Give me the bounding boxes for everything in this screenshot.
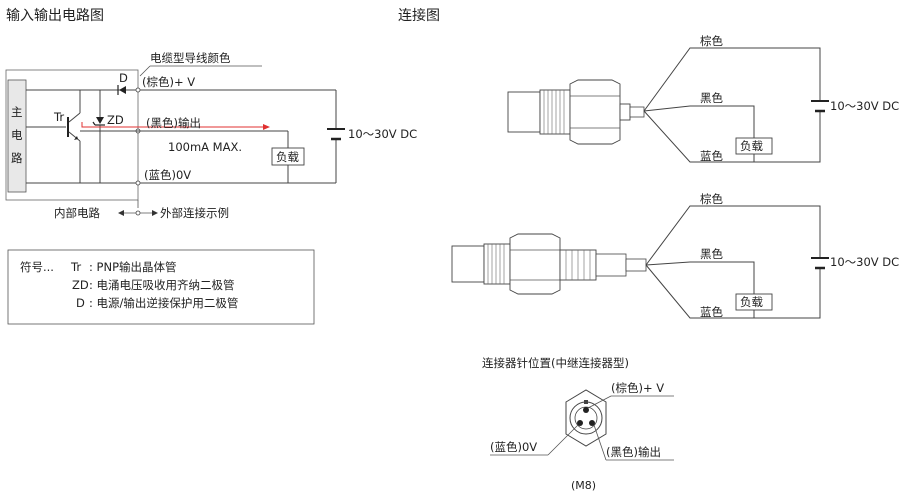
- internal-circuit-label: 内部电路: [54, 206, 100, 220]
- io-circuit-diagram: 主 电 路 10～30V DC D Tr Z: [5, 51, 417, 220]
- legend-sym-zd: ZD: [72, 278, 89, 292]
- legend-desc-zd: : 电涌电压吸收用齐纳二极管: [89, 278, 235, 292]
- cable: [625, 258, 647, 272]
- wire-black-label: (黑色)输出: [146, 116, 201, 130]
- cable-color-header: 电缆型导线颜色: [150, 51, 231, 65]
- hex-nut: [509, 233, 561, 295]
- wire-brown-label: (棕色)+ V: [142, 75, 195, 89]
- symbol-legend: 符号... Tr : PNP输出晶体管 ZD : 电涌电压吸收用齐纳二极管 D …: [7, 249, 315, 325]
- pin-blue: [577, 420, 583, 426]
- wire-blue-label: (蓝色)0V: [144, 168, 191, 182]
- legend-sym-d: D: [76, 296, 85, 310]
- legend-desc-tr: : PNP输出晶体管: [89, 260, 177, 274]
- diode-label: D: [119, 71, 128, 85]
- connection-diagram-cable: 负载 棕色 黑色 蓝色 10～30V DC: [507, 34, 899, 163]
- output-current-arrow: [81, 122, 264, 128]
- main-circuit-char-3: 路: [11, 151, 23, 165]
- pin-black-label: (黑色)输出: [606, 445, 661, 459]
- supply-label: 10～30V DC: [830, 255, 899, 269]
- sensor-body: [507, 91, 541, 133]
- connection-diagram-connector: 负载 棕色 黑色 蓝色 10～30V DC: [451, 192, 899, 319]
- load-label: 负载: [740, 295, 763, 309]
- connection-title: 连接图: [398, 7, 440, 24]
- pin-brown: [583, 407, 589, 413]
- sensor-body: [451, 245, 485, 283]
- legend-desc-d: : 电源/输出逆接保护用二极管: [89, 296, 238, 310]
- io-circuit-title: 输入输出电路图: [6, 8, 104, 24]
- internal-circuit-box: [5, 69, 139, 201]
- wire-blue-label: 蓝色: [700, 149, 723, 163]
- wire-black-label: 黑色: [700, 247, 723, 261]
- zener-symbol: [96, 117, 104, 124]
- zener-label: ZD: [107, 113, 124, 127]
- pin-brown-label: (棕色)+ V: [611, 381, 664, 395]
- legend-prefix: 符号...: [20, 260, 54, 274]
- main-circuit-char-2: 电: [11, 128, 23, 142]
- load-box: [735, 293, 773, 311]
- pinout-title: 连接器针位置(中继连接器型): [482, 356, 629, 370]
- pin-black: [589, 420, 595, 426]
- diode-symbol: [119, 86, 126, 94]
- wire-brown-label: 棕色: [700, 34, 723, 48]
- load-label: 负载: [740, 139, 763, 153]
- pin-blue-label: (蓝色)0V: [490, 440, 537, 454]
- supply-label: 10～30V DC: [348, 127, 417, 141]
- wire-blue-label: 蓝色: [700, 305, 723, 319]
- connector-model-label: (M8): [571, 479, 596, 492]
- supply-label: 10～30V DC: [830, 99, 899, 113]
- hex-nut: [569, 79, 621, 145]
- cable: [629, 106, 645, 118]
- main-circuit-char-1: 主: [11, 105, 23, 119]
- external-connection-label: 外部连接示例: [160, 206, 229, 220]
- transistor-label: Tr: [53, 110, 64, 124]
- legend-sym-tr: Tr: [70, 260, 81, 274]
- current-limit-label: 100mA MAX.: [168, 140, 242, 154]
- load-box: [735, 137, 773, 155]
- wire-black-label: 黑色: [700, 91, 723, 105]
- load-label: 负载: [276, 150, 299, 164]
- wire-brown-label: 棕色: [700, 192, 723, 206]
- main-circuit-box: [7, 79, 27, 193]
- connector-pinout: 连接器针位置(中继连接器型) (棕色)+ V (蓝色)0V (黑色)输出 (M8…: [482, 356, 674, 492]
